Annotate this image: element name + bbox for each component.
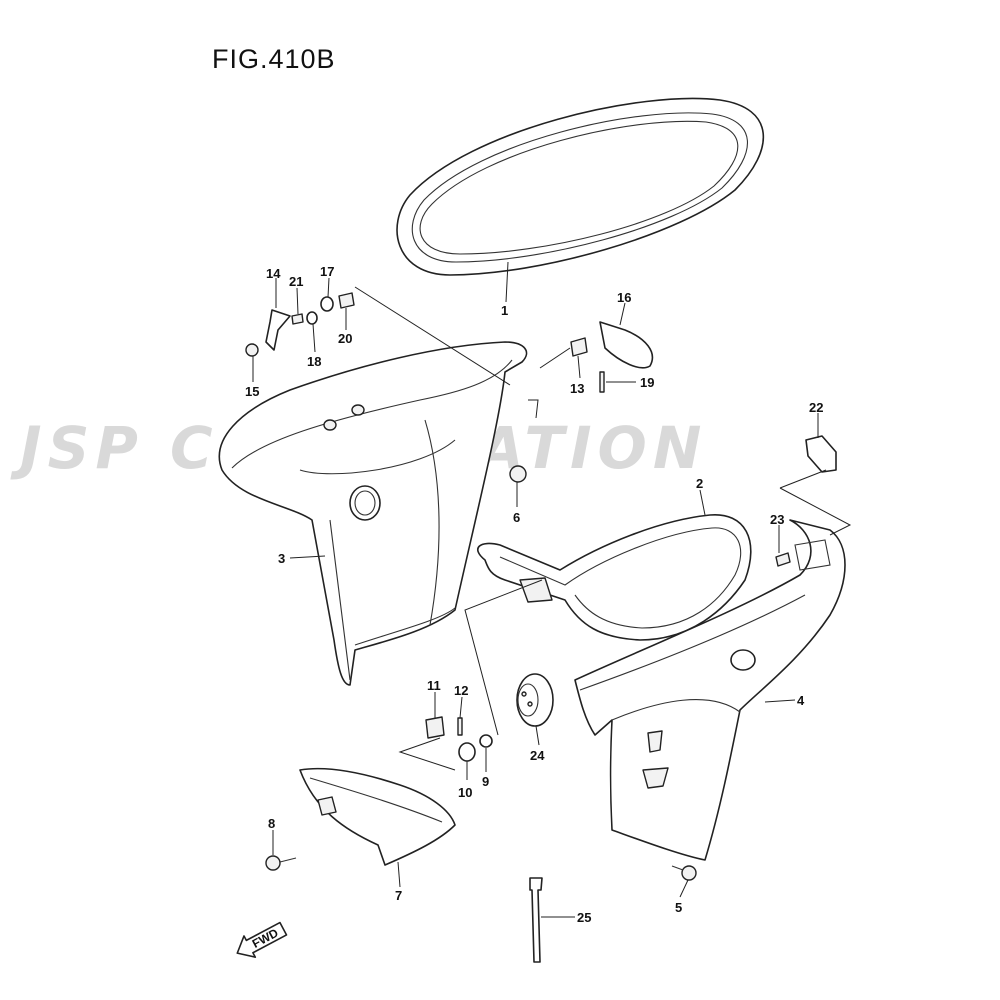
callout-leaders [252, 261, 819, 918]
callout-14: 14 [266, 266, 281, 281]
callout-4: 4 [797, 693, 805, 708]
callout-12: 12 [454, 683, 468, 698]
callout-18: 18 [307, 354, 321, 369]
callout-13: 13 [570, 381, 584, 396]
callout-7: 7 [395, 888, 402, 903]
part-3-side-cover-upper [218, 341, 528, 686]
callout-2: 2 [696, 476, 703, 491]
callout-10: 10 [458, 785, 472, 800]
callout-20: 20 [338, 331, 352, 346]
part-4-side-cover-lower [574, 519, 846, 861]
part-25-cable-tie [529, 877, 543, 963]
callout-labels: 1 2 3 4 5 6 7 8 9 10 11 12 13 14 15 16 1… [245, 264, 823, 925]
callout-22: 22 [809, 400, 823, 415]
small-hardware [245, 292, 837, 881]
callout-1: 1 [501, 303, 508, 318]
callout-16: 16 [617, 290, 631, 305]
callout-15: 15 [245, 384, 259, 399]
callout-11: 11 [427, 678, 441, 693]
callout-19: 19 [640, 375, 654, 390]
part-24-grommet [516, 673, 554, 727]
part-1-seal-ring [396, 97, 765, 276]
part-2-frame [477, 514, 752, 641]
callout-23: 23 [770, 512, 784, 527]
figure-title: FIG.410B [212, 44, 336, 74]
callout-5: 5 [675, 900, 682, 915]
fwd-direction-arrow: FWD [236, 921, 288, 958]
callout-6: 6 [513, 510, 520, 525]
callout-17: 17 [320, 264, 334, 279]
callout-25: 25 [577, 910, 591, 925]
callout-8: 8 [268, 816, 275, 831]
callout-24: 24 [530, 748, 545, 763]
part-7-lower-cover [299, 767, 456, 866]
assembly-lines [354, 286, 852, 771]
callout-3: 3 [278, 551, 285, 566]
callout-9: 9 [482, 774, 489, 789]
callout-21: 21 [289, 274, 303, 289]
